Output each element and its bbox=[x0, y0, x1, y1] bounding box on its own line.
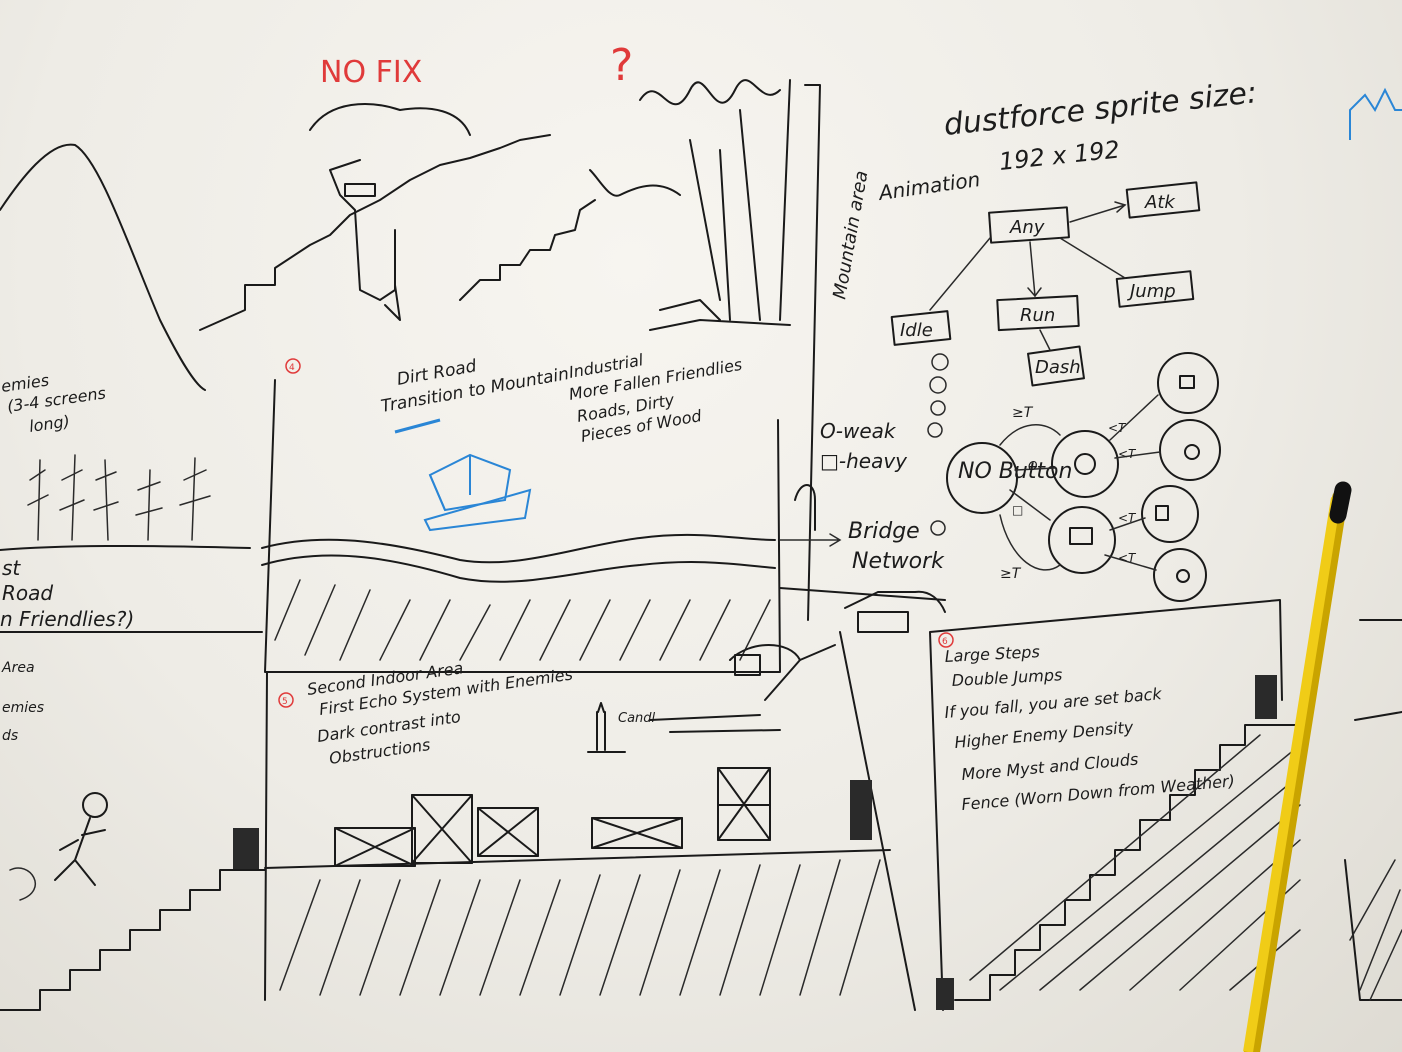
svg-text:long): long) bbox=[28, 411, 71, 435]
idle-circle-chain bbox=[927, 353, 949, 536]
wave-ground bbox=[261, 533, 776, 564]
state-any: Any bbox=[988, 206, 1070, 244]
stairs-hatching bbox=[969, 734, 1301, 991]
blue-crate-sketch bbox=[423, 453, 532, 532]
floor-hatching bbox=[279, 859, 881, 996]
dark-block-left bbox=[233, 828, 259, 870]
combo-graph: NO Button ≥T ≥T O □ <T <T <T <T bbox=[946, 352, 1221, 602]
svg-text:Double Jumps: Double Jumps bbox=[951, 665, 1063, 690]
state-jump: Jump bbox=[1115, 270, 1195, 308]
mountain-outline bbox=[0, 143, 206, 391]
sprite-note-title: dustforce sprite size: bbox=[942, 75, 1258, 143]
candle-label: Candl bbox=[618, 711, 656, 726]
bridge-note-line2: Network bbox=[852, 549, 945, 574]
yellow-pointer-stick bbox=[1243, 481, 1352, 1052]
svg-text:emies: emies bbox=[2, 700, 44, 716]
crate-row bbox=[334, 767, 771, 867]
svg-text:<T: <T bbox=[1118, 447, 1137, 461]
svg-text:Higher Enemy Density: Higher Enemy Density bbox=[954, 717, 1135, 752]
left-edge-notes: emies (3-4 screens long) st Road n Frien… bbox=[0, 370, 134, 744]
svg-text:More Myst and Clouds: More Myst and Clouds bbox=[961, 750, 1139, 784]
combo-start-node bbox=[946, 442, 1018, 514]
svg-text:Run: Run bbox=[1020, 305, 1055, 326]
svg-text:Jump: Jump bbox=[1127, 281, 1176, 302]
section-6-frame bbox=[929, 599, 1283, 1011]
section-5-number: 5 bbox=[282, 697, 288, 707]
second-indoor-note: Second Indoor Area First Echo System wit… bbox=[306, 658, 574, 768]
svg-text:ds: ds bbox=[2, 728, 18, 744]
svg-text:Area: Area bbox=[1, 660, 35, 676]
svg-text:≥T: ≥T bbox=[1000, 566, 1022, 582]
svg-text:Atk: Atk bbox=[1144, 192, 1176, 213]
left-trees bbox=[27, 454, 211, 541]
state-run: Run bbox=[996, 294, 1080, 332]
svg-text:Idle: Idle bbox=[900, 320, 933, 341]
steps-note: Large Steps Double Jumps If you fall, yo… bbox=[944, 642, 1236, 814]
left-stairs bbox=[0, 869, 266, 1011]
svg-text:□: □ bbox=[1012, 503, 1023, 517]
legend-weak: O-weak bbox=[820, 419, 897, 443]
animation-heading: Animation bbox=[875, 167, 981, 205]
state-idle: Idle bbox=[890, 310, 952, 346]
arch-platform bbox=[649, 644, 836, 733]
climb-sketch bbox=[199, 103, 551, 331]
section-4-frame bbox=[264, 379, 781, 673]
combo-node-heavy bbox=[1048, 506, 1116, 574]
dark-block-right bbox=[850, 780, 872, 840]
state-arrows bbox=[929, 201, 1127, 351]
svg-text:O: O bbox=[1028, 459, 1037, 473]
section-5-frame bbox=[264, 631, 916, 1011]
runner-figure bbox=[9, 792, 108, 901]
combo-node-weak bbox=[1051, 430, 1119, 498]
middle-sketch bbox=[459, 79, 821, 621]
mountain-area-label: Mountain area bbox=[829, 169, 872, 301]
wave-hatching bbox=[274, 579, 771, 661]
legend-heavy: □-heavy bbox=[820, 449, 908, 473]
bridge-note-line1: Bridge bbox=[848, 519, 920, 544]
section-6-number: 6 bbox=[942, 637, 948, 647]
svg-text:Dash: Dash bbox=[1035, 357, 1081, 378]
blue-castle-doodle bbox=[1349, 87, 1402, 140]
svg-text:Road: Road bbox=[2, 581, 53, 605]
svg-text:<T: <T bbox=[1108, 421, 1127, 435]
svg-text:If you fall, you are set back: If you fall, you are set back bbox=[944, 684, 1163, 722]
svg-text:Large Steps: Large Steps bbox=[944, 642, 1040, 666]
svg-text:<T: <T bbox=[1118, 511, 1137, 525]
red-note-no-fix: NO FIX bbox=[320, 55, 422, 90]
svg-text:≥T: ≥T bbox=[1012, 405, 1034, 421]
candle-sketch bbox=[587, 702, 626, 753]
svg-text:n Friendlies?): n Friendlies?) bbox=[0, 607, 134, 631]
svg-text:Any: Any bbox=[1009, 217, 1045, 238]
section-4-number: 4 bbox=[289, 363, 295, 373]
right-stairs bbox=[954, 724, 1301, 1001]
svg-text:st: st bbox=[2, 556, 21, 580]
state-dash: Dash bbox=[1027, 345, 1085, 387]
bridge-sketch bbox=[844, 590, 946, 633]
red-question-mark: ? bbox=[610, 40, 633, 91]
left-ground-line bbox=[0, 544, 251, 551]
sprite-note-size: 192 x 192 bbox=[998, 135, 1121, 176]
svg-text:<T: <T bbox=[1118, 551, 1137, 565]
state-attack: Atk bbox=[1125, 181, 1201, 219]
industrial-note: Industrial More Fallen Friendlies Roads,… bbox=[567, 350, 743, 446]
